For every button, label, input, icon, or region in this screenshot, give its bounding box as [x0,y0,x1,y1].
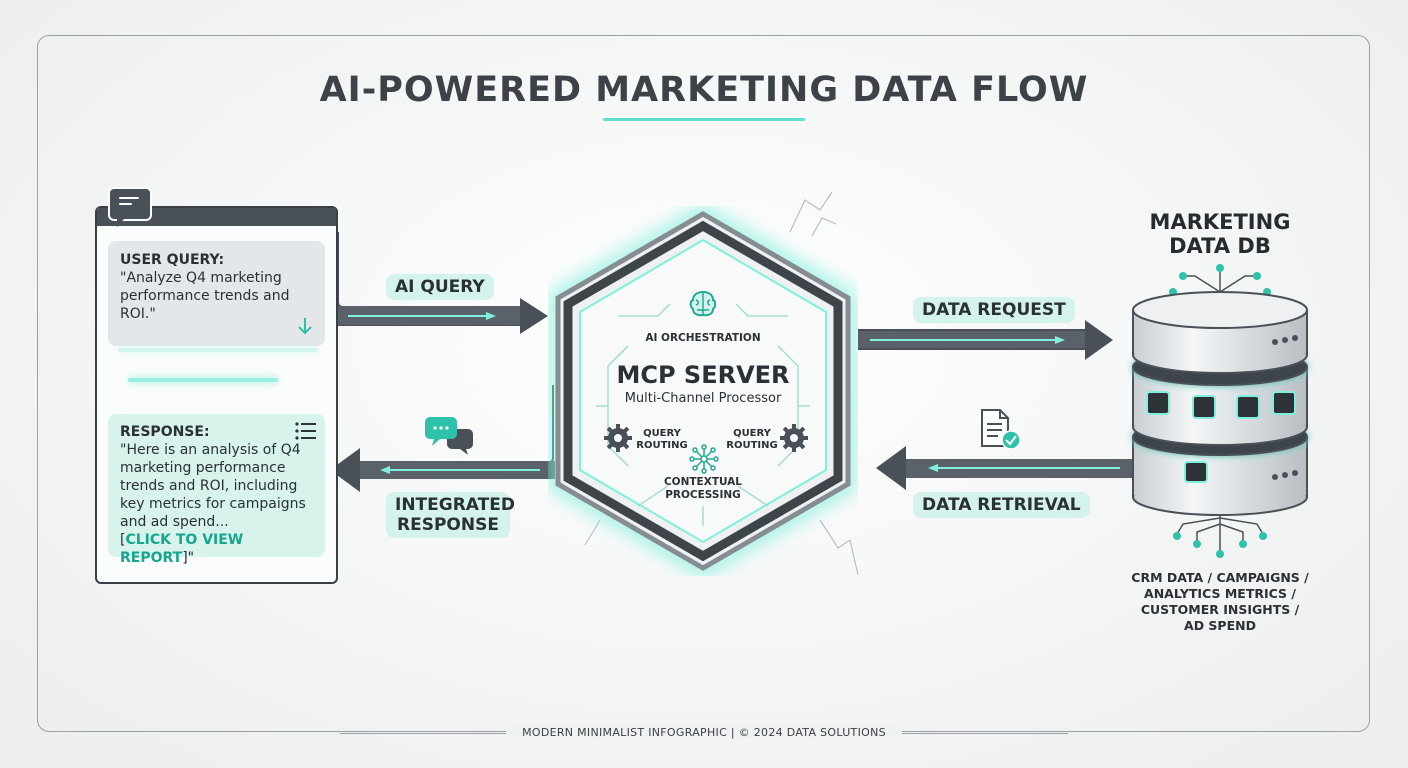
title-underline [603,118,805,121]
footer: MODERN MINIMALIST INFOGRAPHIC | © 2024 D… [0,726,1408,739]
data-retrieval-arrow [876,446,1132,490]
database-caption-1: CRM DATA / CAMPAIGNS / [1131,570,1309,585]
ai-query-label: AI QUERY [386,274,494,300]
ai-orchestration-label: AI ORCHESTRATION [645,332,761,344]
separator-glow [128,378,278,382]
database-caption: CRM DATA / CAMPAIGNS / ANALYTICS METRICS… [1110,570,1330,634]
response-body: "Here is an analysis of Q4 marketing per… [120,442,306,530]
integrated-response-line1: INTEGRATED [395,495,515,515]
database-title-line1: MARKETING [1149,210,1291,234]
query-routing-right-label: QUERY ROUTING [722,428,782,452]
footer-rule-right [892,733,1068,734]
list-icon [295,422,316,440]
down-arrow-icon [298,318,312,335]
document-check-icon [981,409,1021,450]
contextual-processing-1: CONTEXTUAL [663,476,743,488]
footer-text: MODERN MINIMALIST INFOGRAPHIC | © 2024 D… [506,726,902,739]
database-title-line2: DATA DB [1169,234,1271,258]
integrated-response-label: INTEGRATED RESPONSE [386,492,515,538]
diagram-title: AI-POWERED MARKETING DATA FLOW [319,70,1089,110]
mcp-server-hexagon: AI ORCHESTRATION MCP SERVER Multi-Channe… [548,206,858,576]
circuit-traces [584,191,859,576]
database-title: MARKETING DATA DB [1120,210,1320,258]
mcp-server-subtitle: Multi-Channel Processor [624,391,782,406]
integrated-response-line2: RESPONSE [397,515,499,535]
contextual-processing-label: CONTEXTUAL PROCESSING [653,476,753,502]
query-card-glow [118,348,318,352]
data-request-label: DATA REQUEST [913,297,1075,323]
query-routing-right-2: ROUTING [726,440,778,451]
response-heading: RESPONSE: [120,424,210,440]
database-caption-2: ANALYTICS METRICS / [1144,586,1296,601]
query-routing-left-2: ROUTING [636,440,688,451]
footer-rule-left [340,733,516,734]
user-query-heading: USER QUERY: [120,252,225,268]
client-panel-titlebar [97,208,336,226]
brain-icon [689,290,717,317]
hexagon-frame [550,206,856,576]
gear-icon [604,424,632,452]
query-routing-right-1: QUERY [733,428,771,439]
chat-icon [108,187,152,227]
mcp-server-name: MCP SERVER [616,361,790,389]
view-report-link[interactable]: CLICK TO VIEW REPORT [120,532,244,566]
response-text: "Here is an analysis of Q4 marketing per… [120,441,313,567]
data-retrieval-label: DATA RETRIEVAL [913,492,1090,518]
database-caption-4: AD SPEND [1184,618,1256,633]
network-icon [689,444,719,474]
ai-query-arrow [337,232,548,334]
contextual-processing-2: PROCESSING [665,489,741,501]
data-request-arrow [857,320,1113,360]
response-card: RESPONSE: "Here is an analysis of Q4 mar… [108,414,325,566]
user-query-card: USER QUERY: "Analyze Q4 marketing perfor… [108,241,325,346]
gear-icon [780,424,808,452]
user-query-text: "Analyze Q4 marketing performance trends… [120,270,290,322]
speech-bubbles-icon [425,417,473,455]
query-routing-left-1: QUERY [643,428,681,439]
database-icon [1131,264,1309,558]
response-link-open: [ [120,532,126,548]
database-caption-3: CUSTOMER INSIGHTS / [1140,602,1300,617]
response-link-close: ]" [182,550,195,566]
query-routing-left-label: QUERY ROUTING [632,428,692,452]
